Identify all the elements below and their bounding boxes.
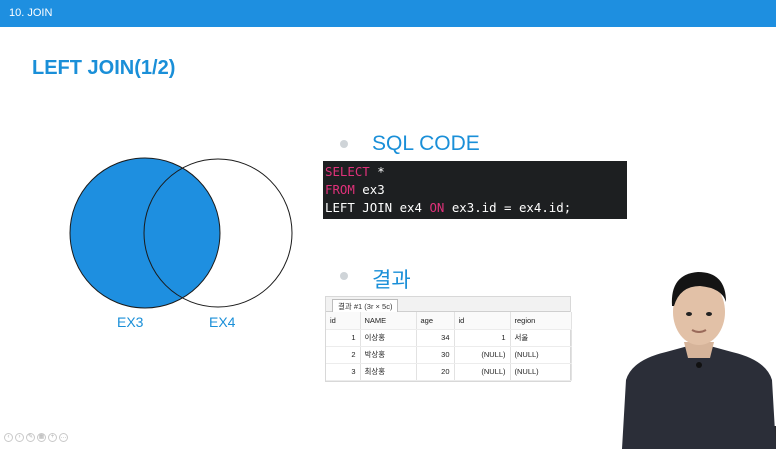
code-keyword: ON <box>429 200 445 215</box>
table-row[interactable]: 2 박상홍 30 (NULL) (NULL) <box>326 346 572 364</box>
table-cell[interactable]: 서울 <box>510 329 572 347</box>
chapter-title: 10. JOIN <box>9 7 53 19</box>
table-header-row: id NAME age id region <box>326 312 572 330</box>
venn-circle-ex3 <box>69 157 221 309</box>
venn-label-ex3: EX3 <box>117 314 144 330</box>
table-cell[interactable]: 1 <box>326 329 361 347</box>
table-cell[interactable]: 34 <box>416 329 455 347</box>
bullet-result <box>340 272 348 280</box>
nav-zoom-icon[interactable]: + <box>48 433 57 442</box>
table-cell[interactable]: 30 <box>416 346 455 364</box>
code-text: * <box>369 164 385 179</box>
column-header[interactable]: id <box>326 312 361 330</box>
venn-label-ex4: EX4 <box>209 314 236 330</box>
code-text: ex3.id = ex4.id; <box>444 200 572 215</box>
table-cell[interactable]: 박상홍 <box>360 346 417 364</box>
code-line-2: FROM ex3 <box>325 181 625 199</box>
venn-diagram <box>69 157 293 309</box>
presenter-video <box>622 272 776 449</box>
nav-prev-icon[interactable]: ‹ <box>4 433 13 442</box>
slide-nav-controls: ‹ › ✎ ▦ + … <box>4 433 68 442</box>
table-cell[interactable]: (NULL) <box>454 363 511 381</box>
table-cell[interactable]: 3 <box>326 363 361 381</box>
venn-circle-ex4 <box>143 158 293 308</box>
nav-next-icon[interactable]: › <box>15 433 24 442</box>
code-line-1: SELECT * <box>325 163 625 181</box>
code-keyword: SELECT <box>325 164 370 179</box>
result-heading: 결과 <box>372 269 411 292</box>
result-grid-panel: 결과 #1 (3r × 5c) id NAME age id region 1 … <box>325 296 572 382</box>
table-cell[interactable]: (NULL) <box>510 363 572 381</box>
code-text: ex3 <box>354 182 385 197</box>
presenter-hair <box>671 272 726 306</box>
table-cell[interactable]: 이상홍 <box>360 329 417 347</box>
table-cell[interactable]: 1 <box>454 329 511 347</box>
nav-more-icon[interactable]: … <box>59 433 68 442</box>
presenter-neck <box>684 342 714 358</box>
column-header[interactable]: NAME <box>360 312 417 330</box>
table-cell[interactable]: (NULL) <box>454 346 511 364</box>
presenter-sweater <box>622 346 776 449</box>
table-row[interactable]: 1 이상홍 34 1 서울 <box>326 329 572 347</box>
result-tab-bar: 결과 #1 (3r × 5c) <box>326 297 570 312</box>
table-row[interactable]: 3 최상홍 20 (NULL) (NULL) <box>326 363 572 381</box>
slide-title: LEFT JOIN(1/2) <box>32 57 176 79</box>
column-header[interactable]: age <box>416 312 455 330</box>
presenter-face <box>673 279 725 345</box>
column-header[interactable]: id <box>454 312 511 330</box>
result-table: id NAME age id region 1 이상홍 34 1 서울 2 박상… <box>326 312 572 381</box>
presenter-mouth <box>691 329 707 333</box>
lapel-microphone <box>696 362 702 368</box>
nav-slides-icon[interactable]: ▦ <box>37 433 46 442</box>
column-header[interactable]: region <box>510 312 572 330</box>
top-bar: 10. JOIN <box>0 0 776 27</box>
table-cell[interactable]: 최상홍 <box>360 363 417 381</box>
table-cell[interactable]: 20 <box>416 363 455 381</box>
presenter-eye <box>686 312 692 316</box>
table-cell[interactable]: 2 <box>326 346 361 364</box>
table-cell[interactable]: (NULL) <box>510 346 572 364</box>
nav-pen-icon[interactable]: ✎ <box>26 433 35 442</box>
code-keyword: FROM <box>325 182 355 197</box>
result-tab[interactable]: 결과 #1 (3r × 5c) <box>332 299 399 312</box>
code-text: LEFT JOIN ex4 <box>325 200 430 215</box>
code-line-3: LEFT JOIN ex4 ON ex3.id = ex4.id; <box>325 199 625 217</box>
bullet-sql <box>340 140 348 148</box>
sql-heading: SQL CODE <box>372 132 480 155</box>
presenter-eye <box>706 312 712 316</box>
